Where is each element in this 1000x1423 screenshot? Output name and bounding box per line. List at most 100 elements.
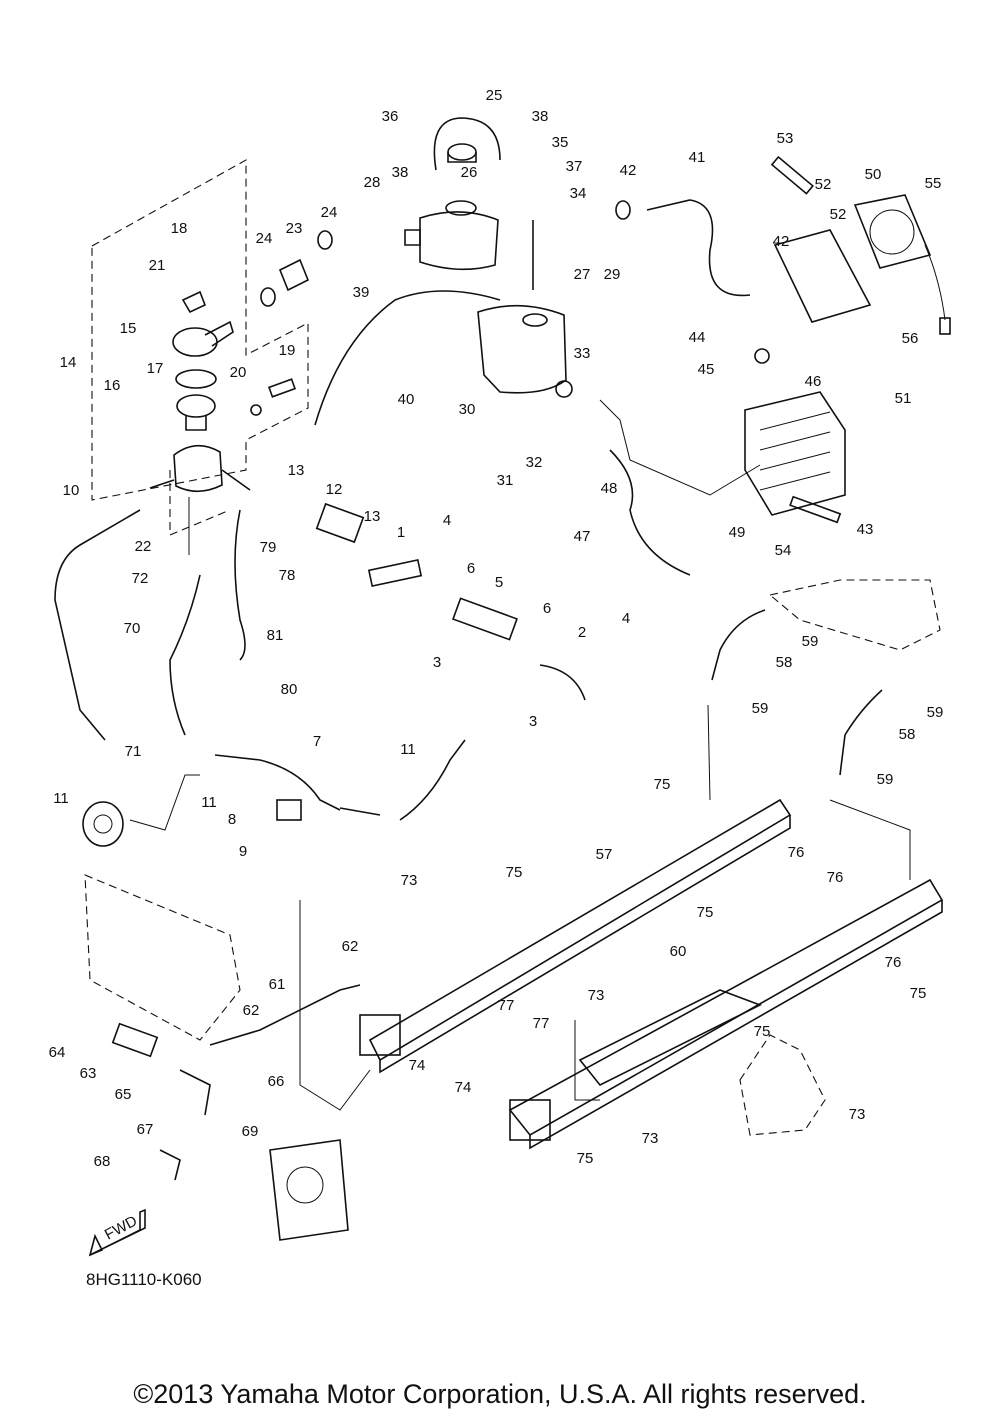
radiator-outlet-hose	[609, 449, 691, 576]
part-callout-19: 19	[279, 342, 296, 359]
part-callout-4: 4	[443, 512, 451, 529]
part-callout-6: 6	[467, 560, 475, 577]
part-callout-69: 69	[242, 1123, 259, 1140]
fan-motor	[853, 194, 951, 335]
part-callout-39: 39	[353, 284, 370, 301]
part-callout-71: 71	[125, 743, 142, 760]
part-callout-41: 41	[689, 149, 706, 166]
part-callout-22: 22	[135, 538, 152, 555]
part-callout-77: 77	[533, 1015, 550, 1032]
diagram-code: 8HG1110-K060	[86, 1270, 202, 1289]
radiator	[744, 348, 846, 516]
part-callout-75: 75	[577, 1150, 594, 1167]
water-pump	[269, 1139, 349, 1241]
part-callout-49: 49	[729, 524, 746, 541]
part-callout-11: 11	[400, 741, 416, 758]
part-callout-7: 7	[313, 733, 321, 750]
part-callout-59: 59	[802, 633, 819, 650]
part-callout-44: 44	[689, 329, 706, 346]
part-callout-75: 75	[910, 985, 927, 1002]
part-callout-42: 42	[620, 162, 637, 179]
part-callout-2: 2	[578, 624, 586, 641]
part-callout-70: 70	[124, 620, 141, 637]
filler-neck-tank	[404, 200, 499, 271]
part-callout-16: 16	[104, 377, 121, 394]
reservoir-tank	[477, 304, 573, 398]
heat-exchanger-plate	[578, 989, 762, 1087]
part-callout-59: 59	[877, 771, 894, 788]
part-callout-47: 47	[574, 528, 591, 545]
hose-7	[214, 754, 341, 811]
part-callout-24: 24	[321, 204, 338, 221]
part-callout-62: 62	[243, 1002, 260, 1019]
part-callout-18: 18	[171, 220, 188, 237]
part-callout-46: 46	[805, 373, 822, 390]
part-callout-27: 27	[574, 266, 591, 283]
part-callout-74: 74	[455, 1079, 472, 1096]
part-callout-45: 45	[698, 361, 715, 378]
connector-hose-lower	[839, 689, 883, 776]
part-callout-5: 5	[495, 574, 503, 591]
part-callout-54: 54	[775, 542, 792, 559]
copyright-notice: ©2013 Yamaha Motor Corporation, U.S.A. A…	[133, 1379, 867, 1409]
part-callout-59: 59	[927, 704, 944, 721]
fan-shroud	[773, 229, 872, 323]
part-callout-74: 74	[409, 1057, 426, 1074]
rear-bracket	[739, 1034, 826, 1136]
part-callout-52: 52	[830, 206, 847, 223]
part-callout-4: 4	[622, 610, 630, 627]
bracket	[276, 799, 302, 821]
part-callout-34: 34	[570, 185, 587, 202]
part-callout-81: 81	[267, 627, 284, 644]
part-callout-79: 79	[260, 539, 277, 556]
part-callout-59: 59	[752, 700, 769, 717]
part-callout-75: 75	[654, 776, 671, 793]
part-callout-33: 33	[574, 345, 591, 362]
hose-70	[169, 574, 201, 736]
part-callout-43: 43	[857, 521, 874, 538]
part-callout-32: 32	[526, 454, 543, 471]
part-callout-72: 72	[132, 570, 149, 587]
part-callout-73: 73	[849, 1106, 866, 1123]
part-callout-23: 23	[286, 220, 303, 237]
breather-hose	[314, 290, 501, 426]
part-callout-51: 51	[895, 390, 912, 407]
thermostat-cover	[172, 290, 234, 357]
part-callout-37: 37	[566, 158, 583, 175]
pipe-hose-upper	[260, 230, 333, 307]
pipe-elbow	[399, 739, 466, 821]
part-callout-3: 3	[529, 713, 537, 730]
hose-68	[159, 1149, 181, 1181]
part-callout-35: 35	[552, 134, 569, 151]
pipe-63	[111, 1022, 159, 1058]
part-callout-78: 78	[279, 567, 296, 584]
seal-strip-lower	[789, 495, 842, 524]
part-callout-75: 75	[697, 904, 714, 921]
part-callout-52: 52	[815, 176, 832, 193]
thermostat	[175, 369, 217, 431]
part-callout-62: 62	[342, 938, 359, 955]
temperature-sensor	[267, 378, 297, 398]
part-callout-65: 65	[115, 1086, 132, 1103]
part-callout-66: 66	[268, 1073, 285, 1090]
water-pump-inlet	[82, 801, 124, 847]
part-callout-8: 8	[228, 811, 236, 828]
washer	[250, 404, 262, 416]
part-callout-77: 77	[498, 997, 515, 1014]
part-callout-75: 75	[506, 864, 523, 881]
part-callout-80: 80	[281, 681, 298, 698]
part-callout-73: 73	[588, 987, 605, 1004]
part-callout-58: 58	[899, 726, 916, 743]
thermostat-housing	[149, 444, 251, 555]
fwd-arrow-icon: FWD	[88, 1208, 146, 1257]
pipe-joint	[367, 559, 586, 701]
heat-exchanger-left	[359, 798, 792, 1074]
part-callout-11: 11	[201, 794, 217, 811]
part-callout-6: 6	[543, 600, 551, 617]
radiator-cap	[447, 143, 477, 163]
part-callout-20: 20	[230, 364, 247, 381]
part-callout-42: 42	[773, 233, 790, 250]
part-callout-68: 68	[94, 1153, 111, 1170]
part-callout-31: 31	[497, 472, 514, 489]
